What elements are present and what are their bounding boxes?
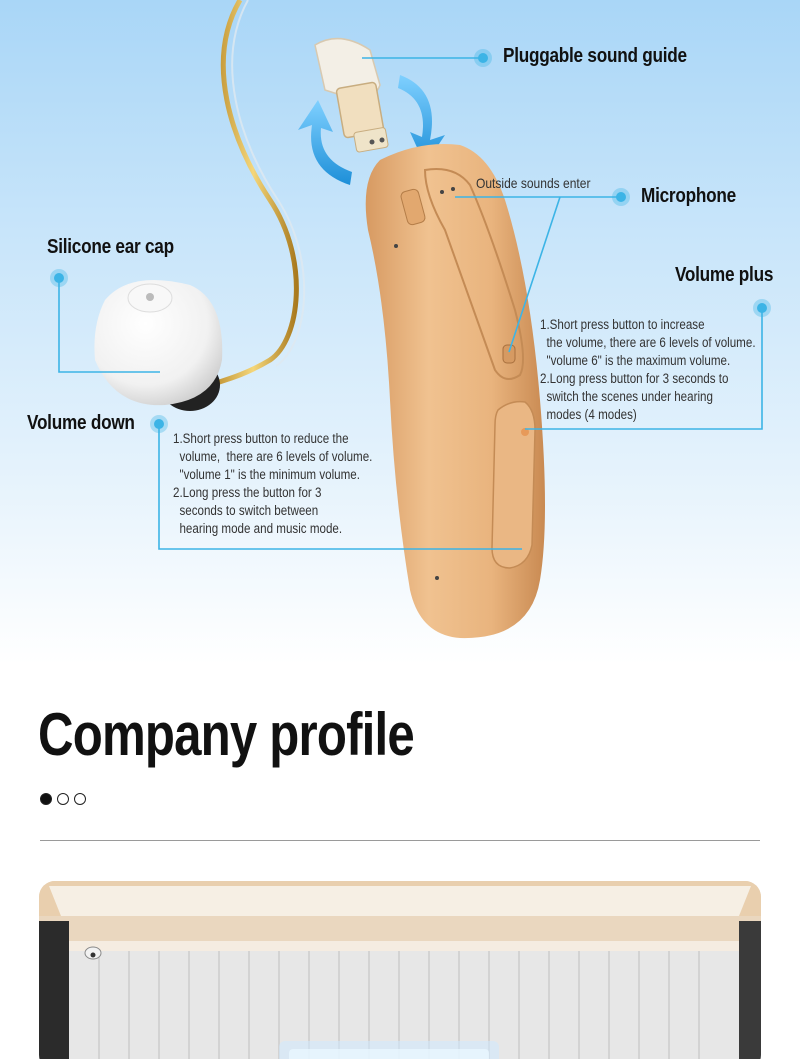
arrow-icon — [298, 100, 352, 185]
callout-lines — [58, 57, 763, 550]
label-volume-plus: Volume plus — [674, 264, 773, 286]
carousel-dot[interactable] — [74, 793, 86, 805]
carousel-dot[interactable] — [40, 793, 52, 805]
label-volume-down: Volume down — [27, 412, 135, 434]
carousel-indicator — [40, 793, 86, 805]
office-interior-image — [39, 881, 761, 1059]
silicone-ear-cap — [94, 280, 223, 411]
company-photo — [39, 881, 761, 1059]
sound-tube — [209, 0, 299, 388]
label-silicone-ear-cap: Silicone ear cap — [47, 236, 174, 258]
label-outside-sounds: Outside sounds enter — [476, 175, 591, 191]
carousel-dot[interactable] — [57, 793, 69, 805]
label-sound-guide: Pluggable sound guide — [503, 45, 687, 67]
callout-dots — [50, 49, 771, 433]
sound-guide-part — [314, 37, 389, 153]
product-diagram: Pluggable sound guide Microphone Outside… — [0, 0, 800, 665]
volume-down-note: 1.Short press button to reduce the volum… — [173, 431, 373, 536]
divider — [40, 840, 760, 841]
section-title: Company profile — [38, 701, 415, 768]
arrow-icon — [398, 75, 445, 165]
volume-plus-note: 1.Short press button to increase the vol… — [540, 317, 756, 422]
hearing-aid-body — [365, 144, 545, 639]
label-microphone: Microphone — [641, 185, 736, 207]
hearing-aid-illustration — [50, 0, 771, 639]
